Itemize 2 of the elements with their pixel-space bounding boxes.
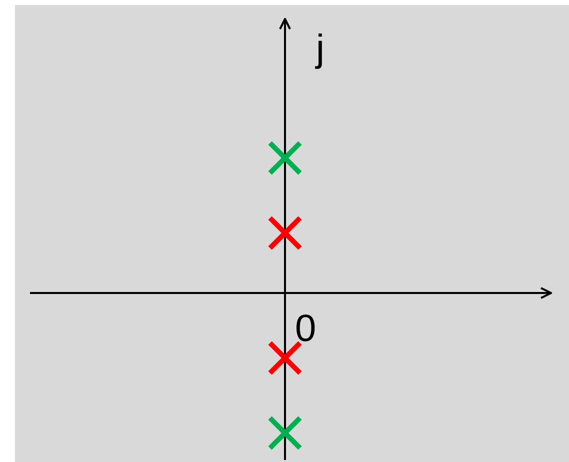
origin-label: 0 bbox=[295, 310, 316, 348]
axis-label: j bbox=[316, 30, 324, 68]
